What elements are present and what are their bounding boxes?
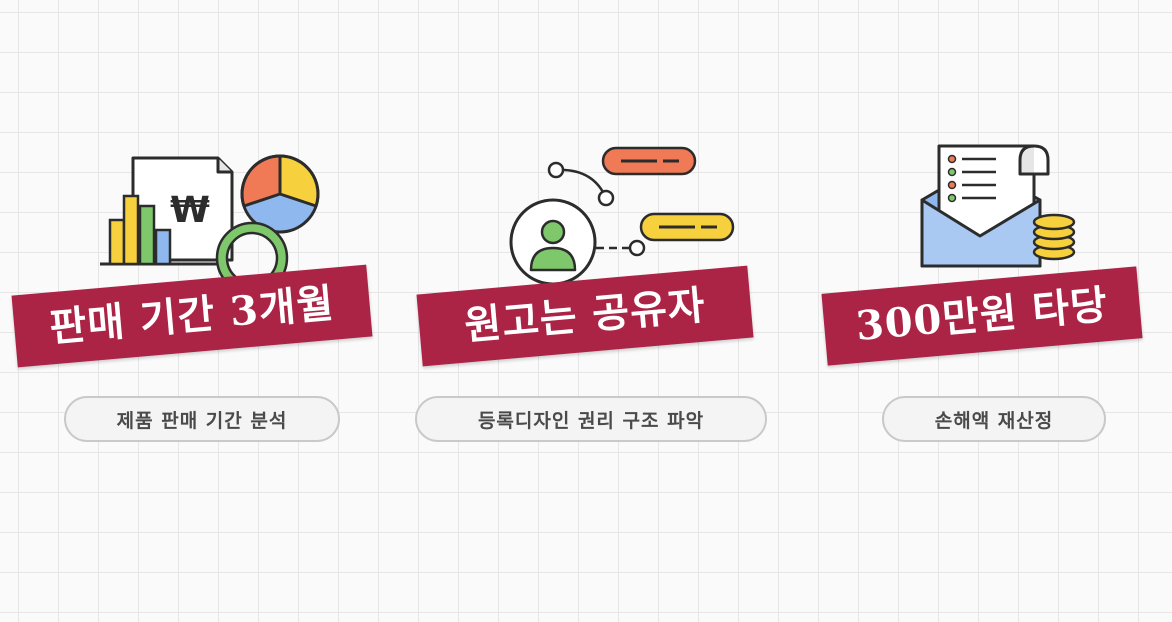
network-person-icon xyxy=(509,146,735,286)
won-symbol: ₩ xyxy=(170,190,210,231)
pill-sales-analysis: 제품 판매 기간 분석 xyxy=(64,396,340,442)
card-co-owner: 원고는 공유자 등록디자인 권리 구조 파악 xyxy=(393,0,773,622)
card-damages: 300만원 타당 손해액 재산정 xyxy=(786,0,1166,622)
chart-document-magnifier-icon: ₩ xyxy=(100,154,320,295)
envelope-coins-icon xyxy=(920,144,1076,268)
pill-damages-recalc: 손해액 재산정 xyxy=(882,396,1106,442)
pill-design-rights: 등록디자인 권리 구조 파악 xyxy=(415,396,767,442)
card-sales-period: ₩ 판매 기간 3개월 제품 판매 기간 분석 xyxy=(0,0,380,622)
